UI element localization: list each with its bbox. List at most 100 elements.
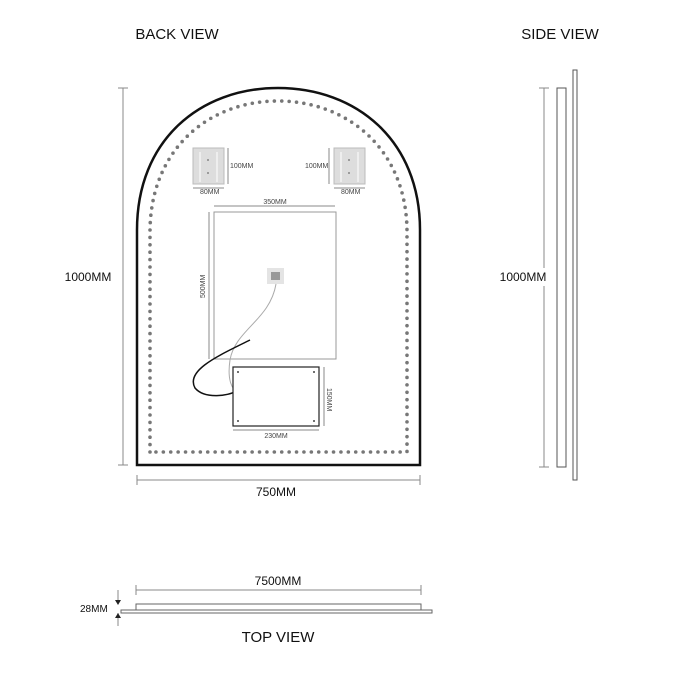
led-dot: [405, 346, 409, 350]
led-dot: [287, 450, 291, 454]
led-dot: [148, 302, 152, 306]
led-dot: [215, 113, 220, 117]
led-dot: [323, 107, 328, 111]
led-dot: [250, 101, 255, 106]
led-dot: [205, 450, 210, 454]
led-dot: [148, 294, 152, 299]
led-dot: [343, 116, 348, 121]
led-dot: [405, 272, 409, 276]
led-dot: [404, 212, 408, 217]
back-view-title: BACK VIEW: [135, 26, 219, 43]
led-dot: [404, 220, 409, 224]
driver-box: 150MM 230MM: [232, 366, 332, 440]
led-dot: [148, 250, 152, 254]
led-dot: [302, 450, 306, 454]
led-dot: [151, 198, 155, 203]
led-dot: [405, 242, 409, 247]
back-panel: 350MM 500MM: [192, 199, 337, 397]
led-dot: [330, 109, 334, 114]
led-dot: [372, 139, 376, 144]
led-dot: [287, 99, 291, 104]
led-dot: [405, 323, 409, 328]
led-dot: [368, 450, 373, 454]
led-dot: [405, 316, 409, 321]
power-cable: [192, 339, 251, 397]
led-dot: [157, 177, 162, 182]
led-dot: [405, 286, 409, 291]
led-dot: [405, 264, 409, 269]
led-dot: [405, 249, 409, 254]
top-depth-dimension: 28MM: [80, 590, 121, 626]
led-dot: [242, 450, 247, 454]
led-dot: [405, 227, 409, 232]
led-dot: [180, 139, 184, 144]
back-height-label: 1000MM: [65, 270, 112, 284]
led-dot: [257, 450, 262, 454]
led-dot: [168, 450, 173, 454]
top-depth-label: 28MM: [80, 604, 108, 615]
led-dot: [279, 99, 284, 103]
led-dot: [392, 170, 397, 174]
driver-width-label: 230MM: [264, 433, 288, 440]
led-dot: [355, 124, 360, 129]
led-dot: [405, 257, 409, 261]
back-height-dimension: 1000MM: [60, 87, 128, 466]
led-dot: [385, 157, 390, 161]
top-view-title: TOP VIEW: [242, 629, 316, 646]
led-dot: [389, 163, 394, 168]
led-dot: [148, 376, 152, 380]
led-dot: [405, 338, 409, 343]
led-dot: [148, 428, 152, 432]
led-dot: [400, 191, 404, 195]
led-dot: [309, 450, 314, 454]
led-dot: [405, 390, 409, 395]
led-dot: [148, 346, 152, 351]
top-width-dimension: 7500MM: [135, 574, 422, 595]
led-dot: [398, 183, 402, 188]
led-dot: [149, 213, 153, 218]
led-dot: [405, 383, 409, 387]
led-dot: [405, 397, 409, 402]
led-dot: [236, 104, 240, 109]
led-dot: [235, 450, 240, 454]
led-dot: [148, 235, 152, 240]
led-dot: [148, 280, 152, 284]
led-dot: [324, 450, 328, 454]
bracket-left-height: 100MM: [230, 163, 254, 170]
led-dot: [154, 184, 159, 189]
led-dot: [405, 294, 409, 298]
side-profile: [556, 69, 578, 481]
led-dot: [148, 368, 152, 373]
led-dot: [272, 99, 277, 103]
led-dot: [265, 450, 269, 454]
led-dot: [148, 265, 152, 269]
top-profile: [120, 603, 433, 614]
led-dot: [148, 331, 152, 336]
led-dot: [148, 220, 153, 225]
led-dot: [405, 449, 409, 454]
bracket-right-width: 80MM: [341, 189, 361, 196]
led-dot: [346, 450, 351, 454]
led-dot: [361, 129, 366, 133]
led-dot: [183, 450, 188, 454]
mirror-outline: [135, 86, 422, 467]
led-dot: [390, 450, 395, 454]
led-dot: [167, 157, 171, 162]
led-dot: [148, 405, 152, 410]
led-dot: [349, 120, 354, 124]
panel-width-label: 350MM: [263, 199, 287, 206]
led-dot: [279, 450, 284, 454]
led-dot: [405, 375, 409, 380]
led-dot: [148, 228, 152, 232]
led-dot: [405, 368, 409, 372]
top-width-label: 7500MM: [255, 574, 302, 588]
led-dot: [353, 450, 358, 454]
led-dot: [398, 450, 402, 454]
led-dot: [316, 104, 321, 109]
led-dot: [148, 324, 152, 329]
back-width-label: 750MM: [256, 485, 296, 499]
led-dot: [229, 107, 233, 111]
led-dot: [185, 134, 190, 139]
led-dot: [376, 450, 380, 454]
